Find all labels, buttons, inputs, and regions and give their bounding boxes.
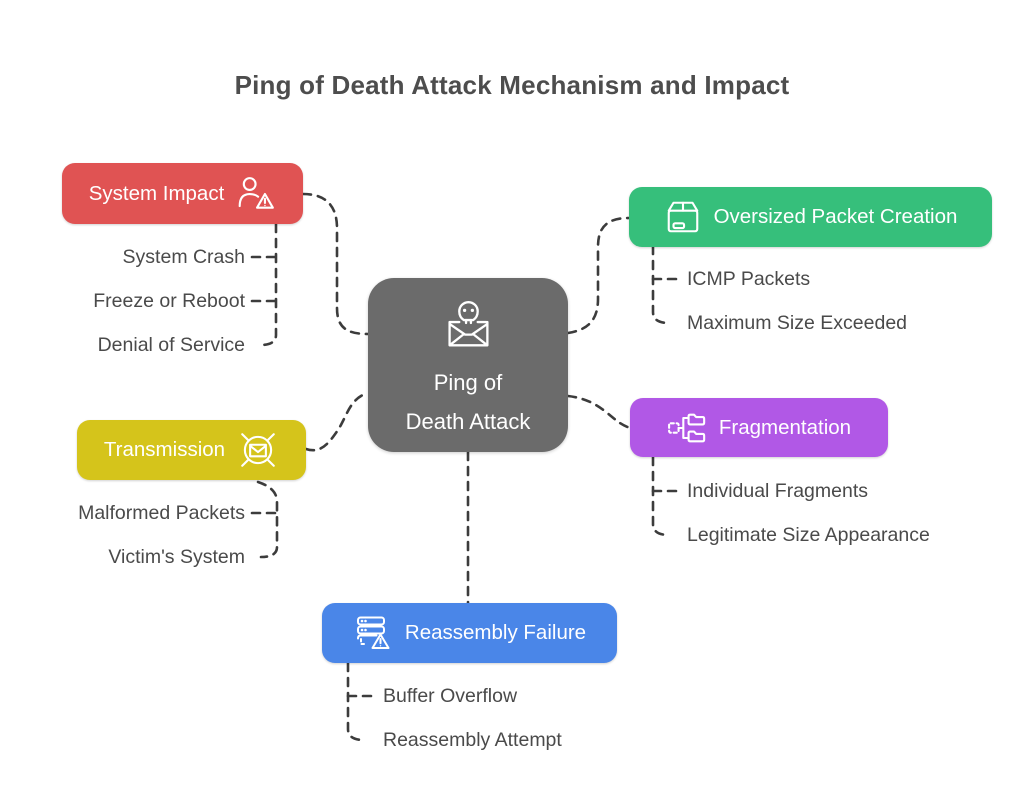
skull-mail-icon [437, 295, 499, 358]
edge-transmission-children [256, 480, 279, 559]
edge-oversized-children [651, 244, 671, 325]
edge-reassembly-children [346, 661, 366, 742]
leaf-maximum-size-exceeded: Maximum Size Exceeded [687, 312, 908, 334]
leaf-individual-fragments: Individual Fragments [687, 480, 869, 502]
tree-folders-icon [667, 410, 707, 446]
edge-system-impact-center [301, 192, 370, 336]
leaf-icmp-packets: ICMP Packets [687, 268, 811, 290]
central-node-label-line1: Ping of [433, 369, 503, 395]
diagram-title: Ping of Death Attack Mechanism and Impac… [234, 70, 790, 100]
edge-center-oversized [566, 216, 631, 335]
edge-system-impact-children [258, 222, 278, 347]
branch-node-fragmentation: Fragmentation [630, 398, 888, 457]
leaf-reassembly-attempt: Reassembly Attempt [383, 729, 562, 751]
server-alert-icon [353, 614, 393, 652]
leaf-legitimate-size-appearance: Legitimate Size Appearance [687, 524, 930, 546]
branch-label-fragmentation: Fragmentation [718, 415, 852, 439]
edge-center-fragmentation [566, 394, 632, 430]
branch-node-reassembly-failure: Reassembly Failure [322, 603, 617, 663]
leaf-freeze-or-reboot: Freeze or Reboot [93, 290, 245, 312]
leaf-malformed-packets: Malformed Packets [78, 502, 245, 524]
mail-blocked-icon [237, 429, 279, 471]
branch-label-reassembly-failure: Reassembly Failure [404, 621, 587, 644]
branch-label-oversized-packet-creation: Oversized Packet Creation [713, 205, 958, 228]
leaf-system-crash: System Crash [122, 246, 245, 268]
user-alert-icon [236, 175, 276, 212]
central-node-label-line2: Death Attack [405, 408, 531, 434]
branch-node-system-impact: System Impact [62, 163, 303, 224]
branch-node-transmission: Transmission [77, 420, 306, 480]
edge-transmission-center [304, 391, 370, 452]
package-icon [664, 199, 702, 235]
branch-node-oversized-packet-creation: Oversized Packet Creation [629, 187, 992, 247]
leaf-denial-of-service: Denial of Service [97, 334, 245, 356]
branch-label-system-impact: System Impact [88, 181, 225, 205]
central-node-ping-of-death: Ping of Death Attack [368, 278, 568, 452]
branch-label-transmission: Transmission [103, 438, 226, 461]
leaf-victims-system: Victim's System [108, 546, 245, 568]
edge-fragmentation-children [651, 455, 671, 537]
leaf-buffer-overflow: Buffer Overflow [383, 685, 518, 707]
